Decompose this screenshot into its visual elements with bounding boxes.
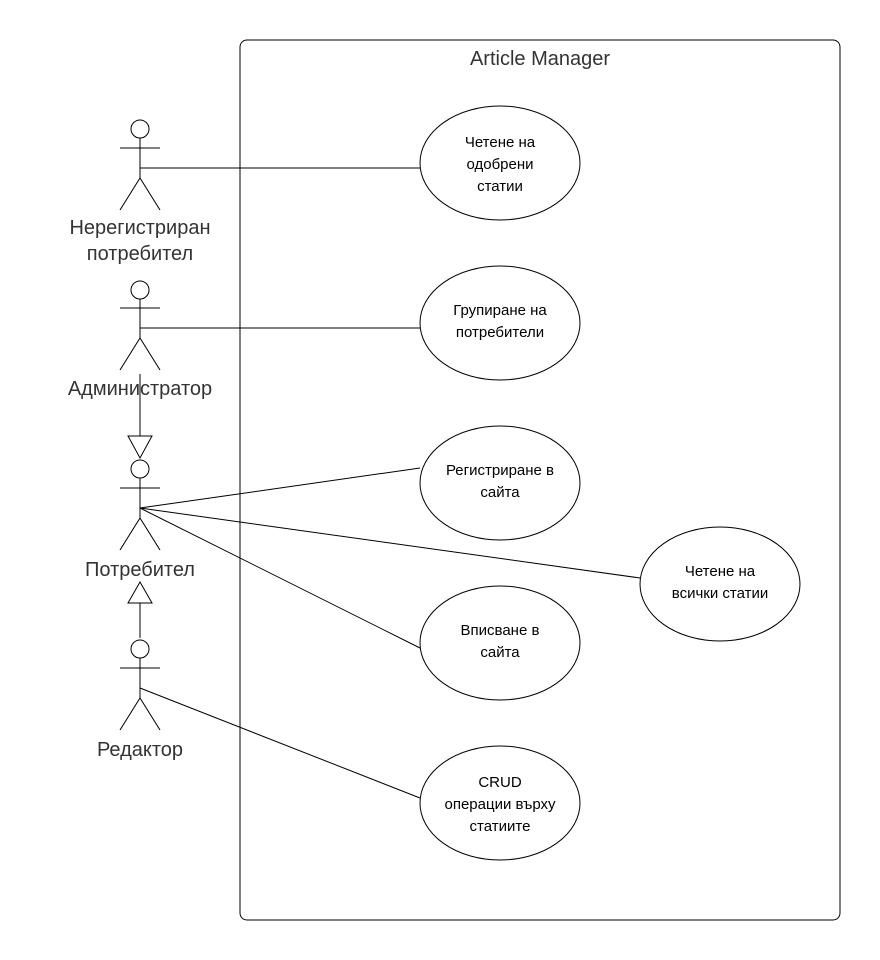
actor-left-leg	[119, 337, 141, 371]
actor-right-leg	[139, 177, 161, 211]
system-boundary	[239, 39, 841, 921]
use-case-label-line2: операции върху	[444, 796, 556, 813]
actor-left-leg	[119, 177, 141, 211]
use-case-read-all: Четене на всички статии	[639, 526, 801, 642]
use-case-label-line1: Групиране на	[453, 302, 547, 319]
association-user-read-all	[139, 507, 641, 579]
use-case-crud: CRUD операции върху статиите	[419, 745, 581, 861]
actor-label-line2: потребител	[87, 243, 193, 265]
use-case-ellipse	[639, 526, 801, 642]
actor-head	[130, 639, 150, 659]
use-case-group-users: Групиране на потребители	[419, 265, 581, 381]
association-user-login	[139, 507, 421, 649]
use-case-label-line2: сайта	[480, 644, 520, 661]
use-case-label-line1: Вписване в	[461, 622, 540, 639]
actor-unregistered-user: Нерегистриран потребител	[69, 119, 211, 265]
use-case-label-line2: сайта	[480, 484, 520, 501]
use-case-label-line1: Регистриране в	[446, 462, 554, 479]
actor-editor: Редактор	[97, 639, 183, 761]
actor-left-leg	[119, 517, 141, 551]
actor-right-leg	[139, 517, 161, 551]
use-case-label-line3: статиите	[470, 818, 531, 835]
generalization-admin-user-arrow	[127, 435, 153, 460]
association-editor-crud	[139, 687, 421, 799]
actor-label-line1: Нерегистриран	[69, 217, 210, 239]
actor-head	[130, 459, 150, 479]
use-case-label-line1: CRUD	[478, 774, 521, 791]
actor-head	[130, 119, 150, 139]
actor-administrator: Администратор	[68, 280, 212, 400]
generalization-editor-user-arrow	[127, 580, 153, 604]
actor-label: Редактор	[97, 739, 183, 761]
use-case-label-line2: потребители	[456, 324, 544, 341]
use-case-ellipse	[419, 585, 581, 701]
use-case-label-line1: Четене на	[465, 134, 536, 151]
actor-head	[130, 280, 150, 300]
use-case-label-line3: статии	[477, 178, 523, 195]
use-case-ellipse	[419, 105, 581, 221]
use-case-label-line2: всички статии	[672, 585, 768, 602]
use-case-label-line1: Четене на	[685, 563, 756, 580]
use-case-ellipse	[419, 745, 581, 861]
actor-left-leg	[119, 697, 141, 731]
actor-user: Потребител	[85, 459, 195, 581]
system-title: Article Manager	[470, 48, 610, 70]
use-case-register: Регистриране в сайта	[419, 425, 581, 541]
use-case-label-line2: одобрени	[466, 156, 533, 173]
actor-right-leg	[139, 337, 161, 371]
use-case-ellipse	[419, 265, 581, 381]
association-user-register	[139, 467, 421, 509]
use-case-read-approved: Четене на одобрени статии	[419, 105, 581, 221]
actor-right-leg	[139, 697, 161, 731]
use-case-login: Вписване в сайта	[419, 585, 581, 701]
actor-label: Администратор	[68, 378, 212, 400]
actor-label: Потребител	[85, 559, 195, 581]
use-case-ellipse	[419, 425, 581, 541]
